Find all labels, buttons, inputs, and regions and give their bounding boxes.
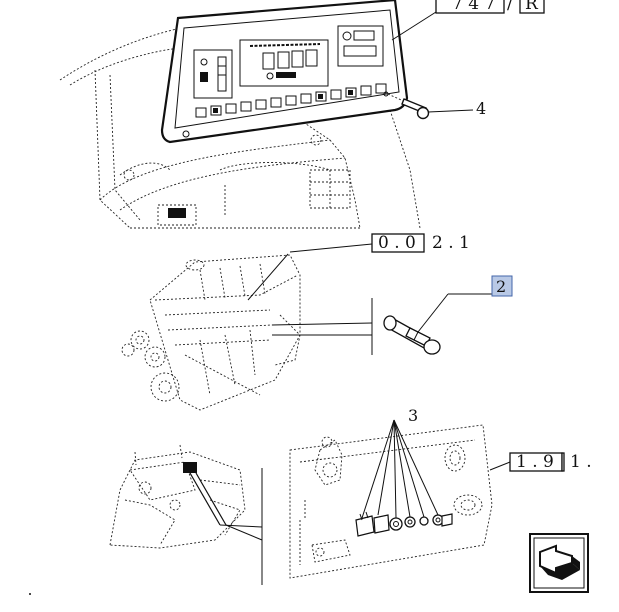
ref-engine[interactable]: 0 . 0 2 . 1	[371, 233, 470, 253]
next-page-arrow-icon	[539, 544, 580, 580]
callout-screw[interactable]: 4	[476, 99, 486, 118]
connector-row	[355, 511, 453, 537]
callout-sensor-box[interactable]: 2	[491, 275, 513, 297]
ref-dashboard-number: 7 4 7	[452, 0, 495, 14]
ref-panel-suffix: 1 .	[570, 452, 592, 472]
dashboard-assembly: 4 7 4 7 / R	[59, 0, 545, 229]
cab-interior	[109, 444, 263, 585]
ref-dashboard-sep: /	[507, 0, 513, 14]
sensor-part	[383, 315, 441, 355]
ref-dashboard[interactable]: 7 4 7 / R	[435, 0, 545, 14]
ref-engine-suffix: 2 . 1	[432, 233, 470, 253]
connector-panel: 3 1 . 9 1 .	[289, 406, 592, 579]
ref-panel[interactable]: 1 . 9 1 .	[509, 452, 592, 472]
ref-panel-number: 1 . 9	[516, 452, 554, 472]
ref-engine-number: 0 . 0	[378, 233, 416, 253]
callout-connectors[interactable]: 3	[408, 406, 418, 425]
engine-assembly: 0 . 0 2 . 1	[121, 233, 470, 411]
stray-dot	[29, 593, 31, 595]
callout-sensor: 2	[496, 277, 506, 296]
ref-dashboard-suffix: R	[525, 0, 539, 14]
next-page-button[interactable]	[529, 533, 589, 593]
screw-part	[401, 98, 430, 120]
